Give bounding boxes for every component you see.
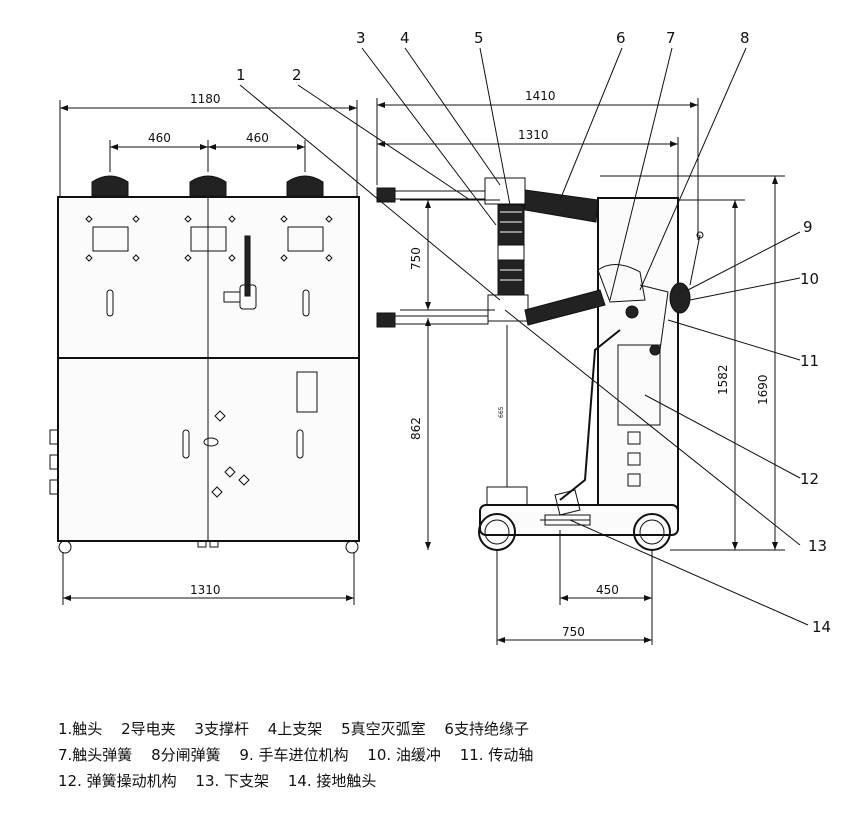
legend-row-2: 7.触头弹簧 8分闸弹簧 9. 手车进位机构 10. 油缓冲 11. 传动轴 [58,742,838,768]
callout-12: 12 [800,470,819,488]
callout-13: 13 [808,537,827,555]
callout-8: 8 [740,29,750,47]
legend-item: 13. 下支架 [195,772,270,790]
side-view: 1410 1310 750 862 1582 1690 [376,89,785,551]
callout-7: 7 [666,29,676,47]
callout-10: 10 [800,270,819,288]
side-vertical-750-dim: 750 [409,247,423,270]
legend-row-3: 12. 弹簧操动机构 13. 下支架 14. 接地触头 [58,768,838,794]
lower-support [487,294,529,322]
front-spacing-dim-1: 460 [148,131,171,145]
callout-2: 2 [292,66,302,84]
legend-item: 1.触头 [58,720,103,738]
side-height-1582-dim: 1582 [716,364,730,395]
legend-item: 14. 接地触头 [287,772,377,790]
side-height-1690-dim: 1690 [756,374,770,405]
small-dim-label: 665 [498,406,505,418]
side-base-750-dim: 750 [562,625,585,639]
callout-14: 14 [812,618,831,636]
legend-item: 5真空灭弧室 [341,720,426,738]
legend-item: 2导电夹 [121,720,176,738]
top-bushings [91,175,324,197]
leader-lines [239,47,809,626]
side-base-450-dim: 450 [596,583,619,597]
legend-item: 11. 传动轴 [459,746,534,764]
parts-legend: 1.触头 2导电夹 3支撑杆 4上支架 5真空灭弧室 6支持绝缘子 7.触头弹簧… [58,716,838,794]
front-base-dim: 1310 [190,583,221,597]
circuit-breaker-drawing: 1180 460 460 [49,29,831,645]
upper-insulator [524,189,599,223]
callout-6: 6 [616,29,626,47]
mechanism-frame [597,197,679,511]
legend-item: 12. 弹簧操动机构 [58,772,177,790]
callout-1: 1 [236,66,246,84]
side-base-dims: 450 750 [496,530,653,645]
legend-item: 4上支架 [267,720,323,738]
callout-11: 11 [800,352,819,370]
legend-item: 3支撑杆 [194,720,249,738]
lower-insulator [524,289,606,326]
legend-item: 6支持绝缘子 [444,720,529,738]
front-width-dim: 1180 [190,92,221,106]
side-total-dim: 1410 [525,89,556,103]
callout-3: 3 [356,29,366,47]
legend-item: 8分闸弹簧 [151,746,221,764]
legend-item: 9. 手车进位机构 [239,746,349,764]
side-vertical-862-dim: 862 [409,417,423,440]
legend-row-1: 1.触头 2导电夹 3支撑杆 4上支架 5真空灭弧室 6支持绝缘子 [58,716,838,742]
callout-4: 4 [400,29,410,47]
callout-labels: 1 2 3 4 5 6 7 8 9 10 11 12 13 14 [236,29,831,636]
legend-item: 7.触头弹簧 [58,746,133,764]
legend-item: 10. 油缓冲 [367,746,441,764]
front-spacing-dim-2: 460 [246,131,269,145]
callout-9: 9 [803,218,813,236]
vacuum-interrupter [497,204,525,246]
side-inner-dim: 1310 [518,128,549,142]
callout-5: 5 [474,29,484,47]
front-view: 1180 460 460 [49,92,360,605]
